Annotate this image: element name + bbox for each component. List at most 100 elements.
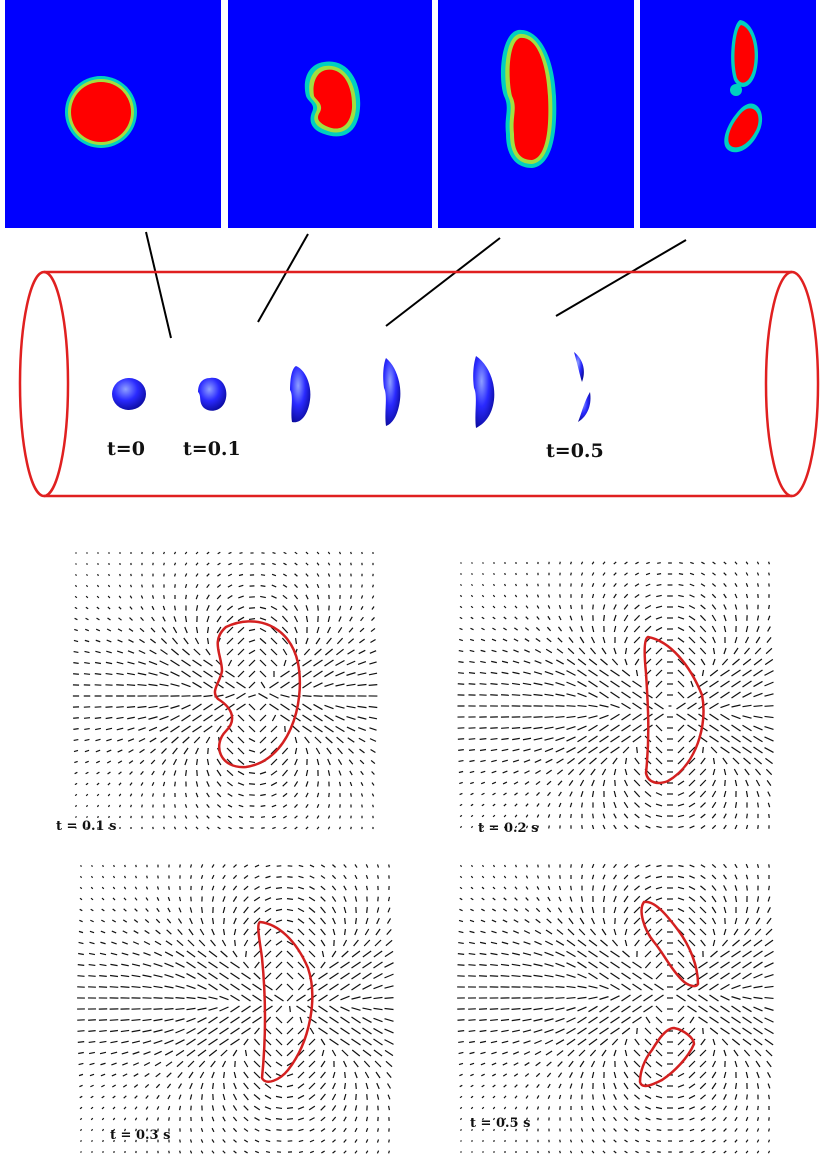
velocity-arrow — [248, 760, 256, 764]
velocity-arrow — [111, 1062, 117, 1066]
velocity-arrow — [362, 972, 372, 980]
velocity-arrow — [699, 895, 707, 903]
velocity-arrow — [321, 950, 325, 958]
velocity-arrow — [106, 650, 112, 654]
velocity-arrow — [100, 1062, 106, 1066]
velocity-arrow — [731, 1027, 741, 1035]
velocity-arrow — [677, 746, 685, 754]
velocity-arrow — [536, 616, 540, 620]
velocity-arrow — [264, 1071, 272, 1079]
velocity-arrow — [623, 824, 629, 830]
velocity-arrow — [720, 735, 730, 743]
velocity-arrow — [533, 682, 543, 686]
velocity-arrow — [709, 994, 719, 1002]
velocity-arrow — [237, 782, 245, 786]
velocity-arrow — [101, 1084, 105, 1088]
velocity-arrow — [723, 572, 727, 576]
velocity-arrow — [764, 1038, 774, 1046]
velocity-arrow — [97, 563, 99, 565]
velocity-arrow — [193, 648, 201, 656]
velocity-arrow — [492, 1117, 496, 1121]
velocity-arrow — [502, 919, 508, 923]
velocity-arrow — [479, 1040, 487, 1044]
velocity-arrow — [365, 917, 369, 925]
velocity-arrow — [744, 636, 750, 644]
velocity-arrow — [524, 919, 530, 923]
velocity-arrow — [756, 906, 760, 914]
velocity-arrow — [579, 1060, 585, 1068]
velocity-arrow — [170, 671, 180, 677]
velocity-arrow — [316, 804, 320, 808]
velocity-arrow — [480, 781, 486, 785]
velocity-arrow — [252, 1016, 262, 1024]
velocity-arrow — [734, 779, 738, 787]
velocity-arrow — [359, 748, 365, 754]
velocity-arrow — [711, 625, 717, 633]
velocity-arrow — [555, 940, 565, 946]
velocity-arrow — [286, 1095, 294, 1099]
velocity-arrow — [271, 793, 277, 797]
velocity-arrow — [120, 1019, 130, 1021]
velocity-arrow — [371, 782, 375, 786]
velocity-arrow — [723, 1128, 727, 1132]
velocity-arrow — [121, 963, 129, 967]
velocity-arrow — [533, 1007, 543, 1011]
velocity-arrow — [492, 908, 496, 912]
velocity-arrow — [514, 792, 518, 796]
velocity-arrow — [243, 917, 249, 925]
velocity-arrow — [655, 875, 663, 879]
velocity-arrow — [610, 735, 620, 743]
velocity-arrow — [129, 793, 133, 797]
velocity-arrow — [732, 939, 740, 947]
velocity-arrow — [329, 1016, 339, 1024]
velocity-arrow — [298, 864, 304, 868]
velocity-arrow — [633, 1071, 641, 1079]
velocity-arrow — [688, 896, 696, 902]
velocity-arrow — [320, 1071, 326, 1079]
velocity-arrow — [118, 793, 122, 797]
velocity-arrow — [533, 952, 543, 956]
velocity-arrow — [232, 885, 238, 891]
velocity-arrow — [514, 1095, 518, 1099]
velocity-arrow — [283, 826, 287, 830]
velocity-arrow — [370, 759, 376, 765]
velocity-arrow — [644, 615, 652, 621]
droplet-elongated-panel — [438, 0, 634, 228]
velocity-arrow — [644, 939, 652, 947]
velocity-arrow — [699, 779, 707, 787]
velocity-arrow — [96, 595, 100, 599]
velocity-arrow — [74, 606, 78, 610]
velocity-arrow — [75, 827, 77, 829]
velocity-arrow — [74, 793, 78, 797]
velocity-arrow — [226, 648, 234, 656]
velocity-arrow — [122, 1084, 128, 1088]
velocity-arrow — [469, 649, 475, 653]
velocity-arrow — [327, 770, 331, 776]
velocity-arrow — [699, 1049, 707, 1057]
velocity-arrow — [699, 790, 707, 798]
velocity-arrow — [309, 864, 315, 868]
velocity-arrow — [175, 1039, 185, 1045]
velocity-arrow — [307, 1016, 317, 1024]
velocity-arrow — [195, 781, 199, 787]
velocity-arrow — [95, 749, 101, 753]
velocity-arrow — [588, 658, 598, 666]
velocity-arrow — [99, 963, 107, 967]
velocity-arrow — [259, 771, 267, 775]
velocity-arrow — [90, 908, 94, 912]
velocity-arrow — [90, 886, 94, 890]
velocity-arrow — [711, 1082, 717, 1090]
velocity-arrow — [526, 1117, 528, 1121]
velocity-arrow — [712, 572, 716, 576]
velocity-arrow — [216, 725, 222, 733]
velocity-arrow — [80, 1139, 82, 1143]
velocity-arrow — [171, 648, 179, 656]
velocity-arrow — [677, 680, 685, 688]
velocity-arrow — [331, 1105, 337, 1111]
velocity-arrow — [503, 825, 507, 829]
velocity-arrow — [764, 962, 774, 968]
velocity-arrow — [346, 705, 356, 709]
velocity-arrow — [297, 886, 305, 890]
velocity-arrow — [767, 896, 771, 902]
velocity-arrow — [162, 781, 166, 787]
